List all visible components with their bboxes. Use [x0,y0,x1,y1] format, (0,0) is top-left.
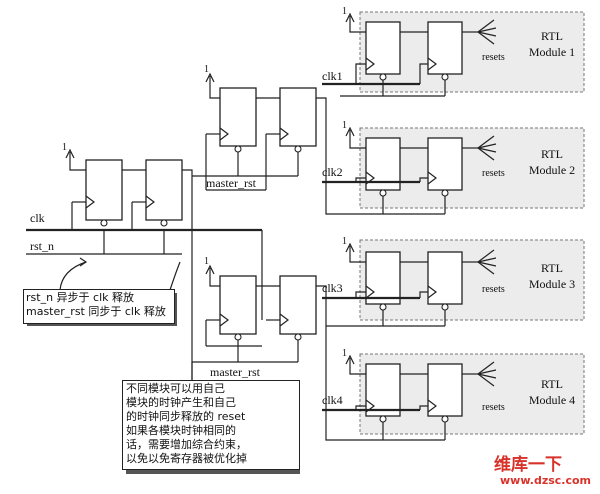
module-box-4: RTL Module 4 [359,353,585,435]
main-wires: clk rst_n [26,211,262,255]
sync-tie-high-label: 1 [62,142,67,153]
module-4-resets: resets [482,402,505,413]
lower-tie-high-label: 1 [204,256,209,267]
master-rst-upper-label: master_rst [206,176,257,190]
note-module-line-1: 不同模块可以用自己 [126,382,225,395]
module-1-clk: clk1 [322,69,343,83]
rst-n-label: rst_n [30,239,54,253]
note-arrow-master [169,261,181,291]
module-2-title: RTL [541,147,563,161]
module-2-clk: clk2 [322,165,343,179]
note-reset-release: rst_n 异步于 clk 释放 master_rst 同步于 clk 释放 [23,289,175,324]
module-4-clk: clk4 [322,393,343,407]
module-2-tie-high: 1 [342,120,347,131]
master-ff-upper-2 [279,87,317,147]
module-3-title: RTL [541,261,563,275]
module-box-2: RTL Module 2 [359,127,585,209]
module-2-name: Module 2 [529,163,575,177]
module-1-tie-high: 1 [342,6,347,17]
module-3-resets: resets [482,284,505,295]
sync-stage-1: 1 [62,142,193,380]
module-3-tie-high: 1 [342,236,347,247]
module-3-clk: clk3 [322,281,343,295]
module-1-name: Module 1 [529,45,575,59]
master-ff-lower-2 [279,275,317,335]
watermark-url: www.dzsc.com [500,474,592,487]
master-rst-lower-label: master_rst [210,365,261,379]
note-module-line-6: 以免以免寄存器被优化掉 [126,452,247,465]
note-module-line-4: 如果各模块时钟相同的 [126,424,236,437]
note-module-line-2: 模块的时钟产生和自己 [126,396,236,409]
module-3-ff-1 [365,251,401,305]
module-3-name: Module 3 [529,277,575,291]
module-2-ff-2 [427,137,463,191]
module-1-internals: 1 resets clk1 [322,6,505,97]
master-rst-upper: 1 master_rst [192,64,340,215]
module-4-tie-high: 1 [342,348,347,359]
note-reset-line-1: rst_n 异步于 clk 释放 [26,291,135,304]
module-2-internals: 1 resets clk2 [322,120,505,215]
master-ff-upper-1 [219,87,257,147]
module-3-internals: 1 resets clk3 [322,236,505,327]
note-module-line-3: 的时钟同步释放的 reset [126,410,246,423]
master-ff-lower-1 [219,275,257,335]
module-2-resets: resets [482,168,505,179]
note-module-line-5: 话，需要增加综合约束， [126,438,247,451]
module-1-title: RTL [541,29,563,43]
sync-ff-2 [145,159,183,221]
watermark-logo: 维库一下 [494,455,562,475]
note-reset-line-2: master_rst 同步于 clk 释放 [26,305,166,318]
note-module-reset: 不同模块可以用自己 模块的时钟产生和自己 的时钟同步释放的 reset 如果各模… [122,380,300,470]
module-3-ff-2 [427,251,463,305]
module-4-internals: 1 resets clk4 [322,348,505,441]
master-rst-lower: 1 master_rst [191,230,340,441]
sync-ff-1 [85,159,123,221]
upper-tie-high-label: 1 [204,64,209,75]
module-1-resets: resets [482,52,505,63]
module-4-title: RTL [541,377,563,391]
module-4-name: Module 4 [529,393,575,407]
note-arrow-rst [59,261,87,291]
clk-label: clk [30,211,45,225]
